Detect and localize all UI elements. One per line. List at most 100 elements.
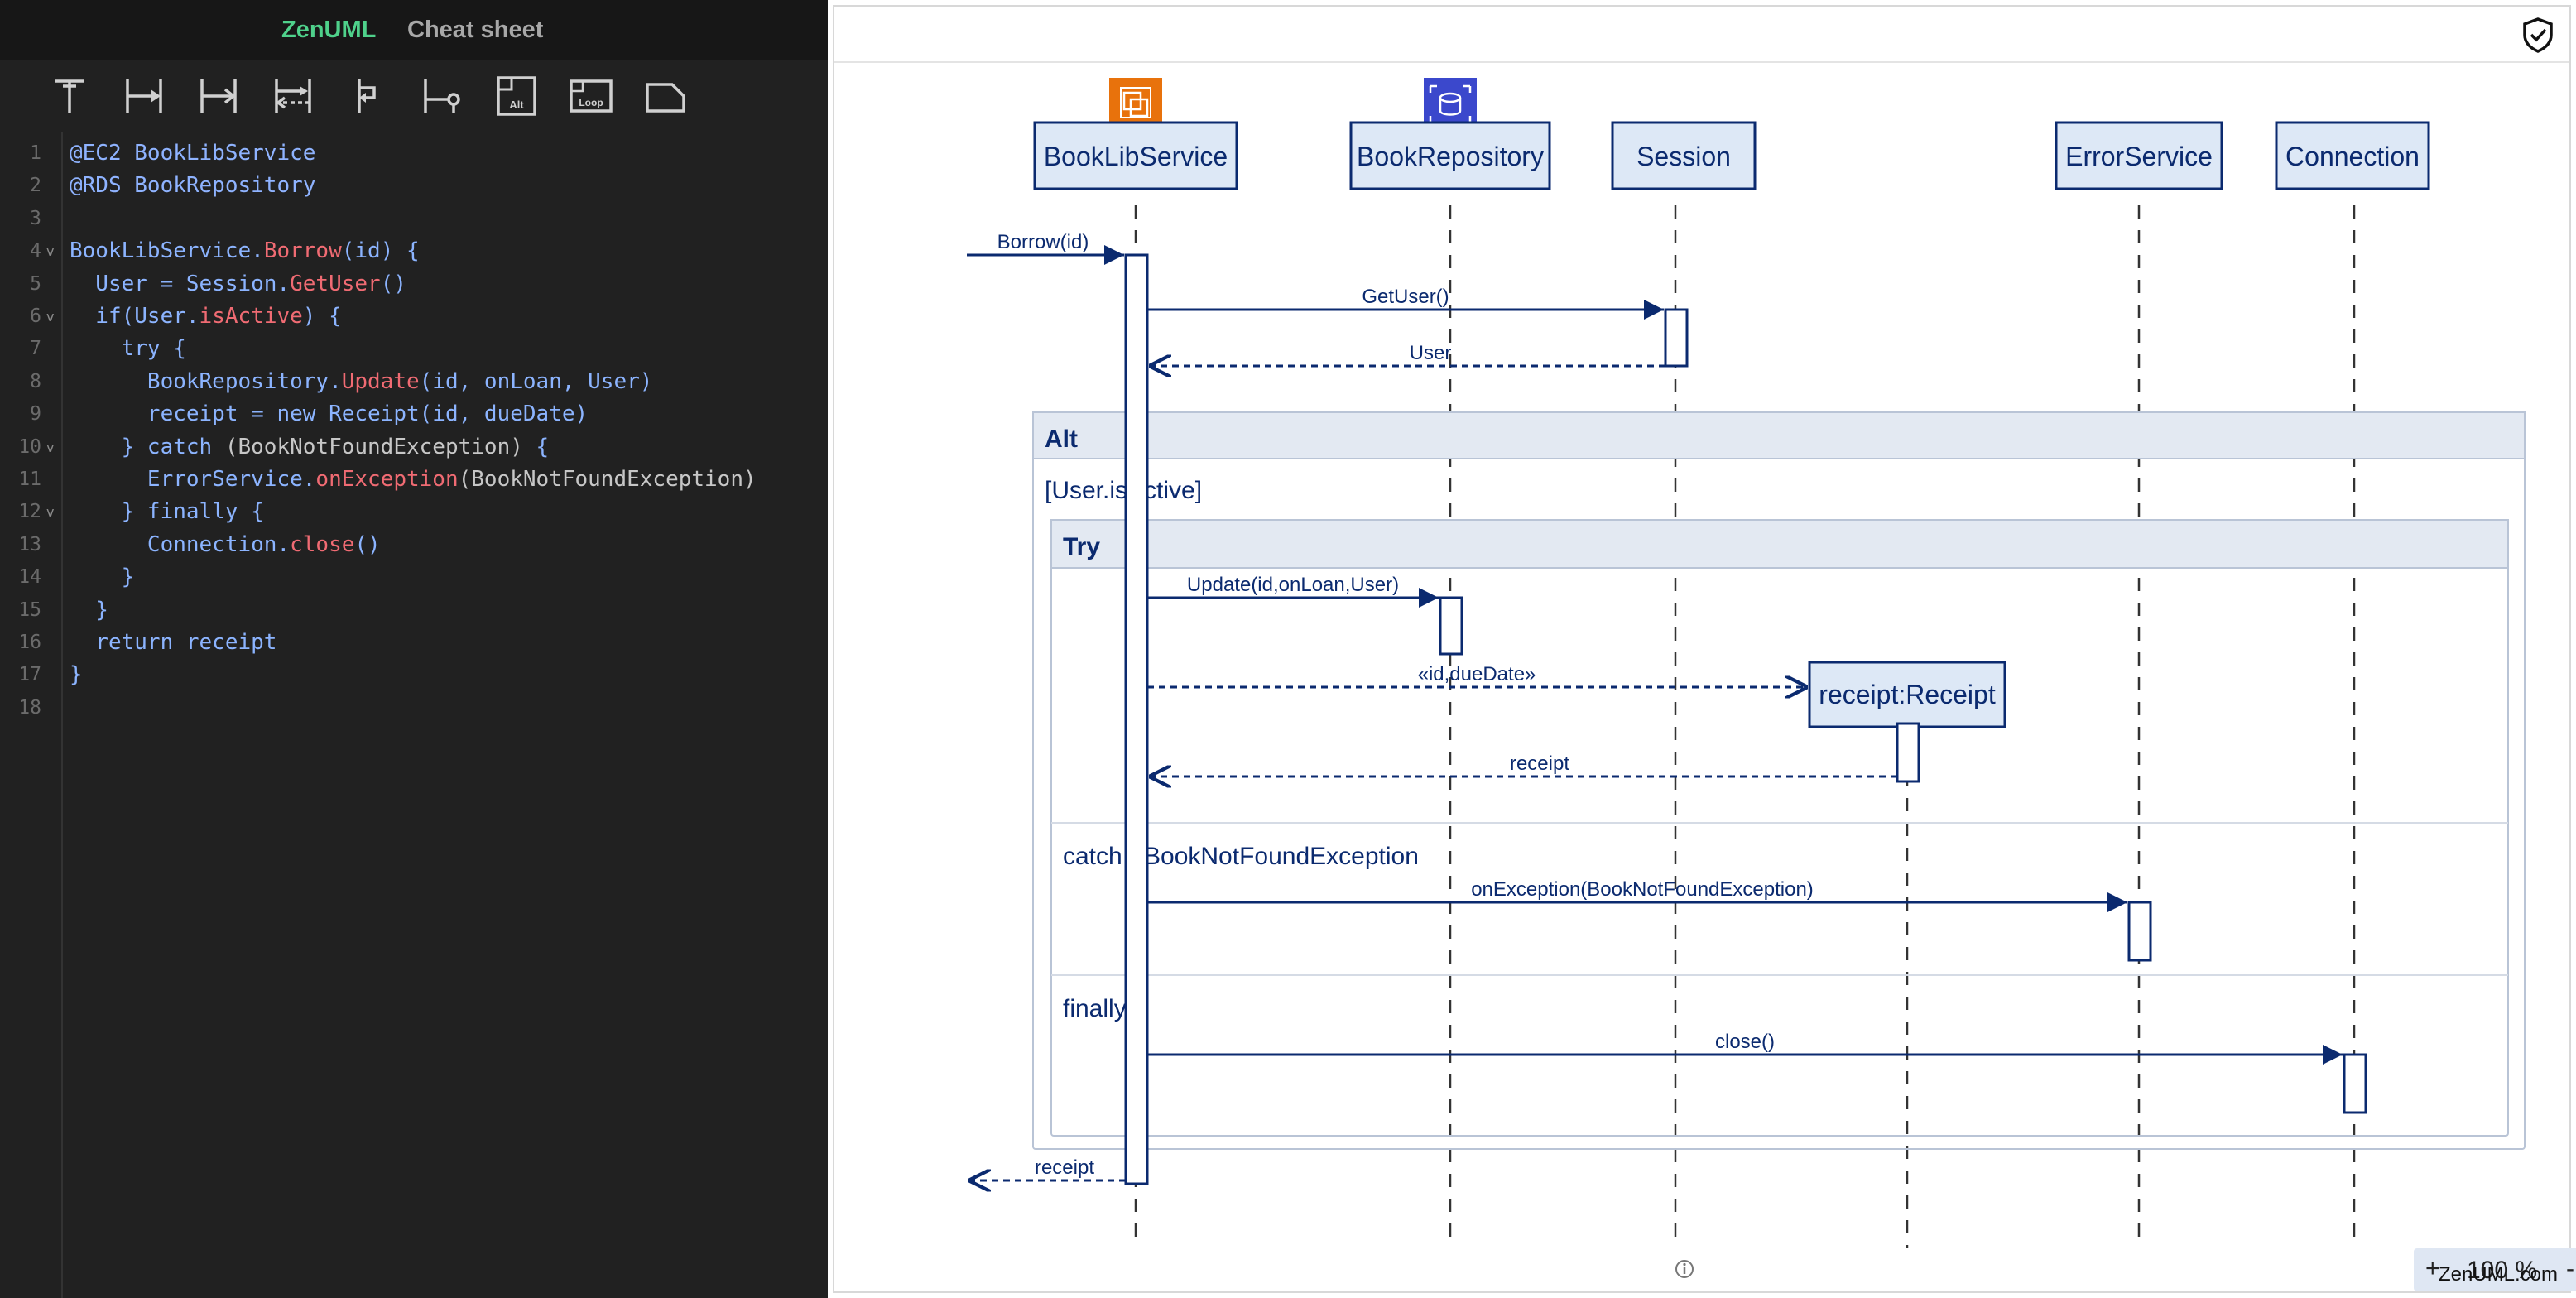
shield-check-icon[interactable] [2518, 15, 2558, 55]
code-token: @RDS BookRepository [70, 173, 316, 199]
editor-header: ZenUML Cheat sheet [0, 0, 828, 60]
zoom-out-button[interactable]: - [2566, 1255, 2574, 1282]
code-line: receipt = new Receipt(id, dueDate) [70, 401, 588, 426]
code-token: close [290, 531, 355, 557]
line-number: 1 [30, 142, 41, 164]
activation-bookrepository [1439, 596, 1463, 656]
line-number: 13 [18, 533, 41, 555]
participant-label-booklibservice: BookLibService [1044, 142, 1228, 171]
code-token: if(User. [70, 304, 199, 329]
participant-label-bookrepository: BookRepository [1357, 142, 1544, 171]
line-number: 6 [30, 305, 41, 327]
code-token: () [354, 531, 381, 557]
code-line: } [70, 598, 108, 623]
participant-session[interactable] [1611, 121, 1757, 190]
create-message-tool-icon[interactable] [416, 70, 469, 123]
label-close: close() [1715, 1031, 1775, 1053]
code-line: try { [70, 336, 186, 361]
code-token: BookLibService. [70, 238, 264, 264]
line-number: 17 [18, 664, 41, 686]
line-number: 9 [30, 403, 41, 425]
code-token: } catch [70, 434, 225, 459]
tab-cheat-sheet[interactable]: Cheat sheet [407, 17, 544, 43]
code-line: } catch (BookNotFoundException) { [70, 434, 550, 459]
try-title: Try [1063, 533, 1100, 560]
fold-toggle-icon[interactable]: v [46, 243, 55, 260]
label-onexception: onException(BookNotFoundException) [1471, 878, 1814, 901]
code-token: (BookNotFoundException) [224, 434, 523, 459]
participant-errorservice[interactable] [2055, 121, 2223, 190]
code-token: @EC2 BookLibService [70, 141, 316, 166]
code-token: } finally { [70, 499, 264, 525]
catch-label: catch [1063, 843, 1122, 870]
brand-link[interactable]: ZenUML.com [2438, 1263, 2558, 1286]
participant-label-session: Session [1636, 142, 1731, 171]
code-token: GetUser [290, 271, 381, 296]
code-token: } [70, 662, 83, 688]
code-line: return receipt [70, 630, 276, 655]
line-number: 7 [30, 338, 41, 360]
zoom-level: 100 % [2467, 1257, 2538, 1284]
zoom-control: + 100 % - [2414, 1248, 2576, 1291]
zoom-in-button[interactable]: + [2425, 1255, 2440, 1282]
code-line: User = Session.GetUser() [70, 272, 406, 296]
code-line: ErrorService.onException(BookNotFoundExc… [70, 467, 757, 492]
return-message-tool-icon[interactable] [267, 70, 320, 123]
code-token: (id) { [341, 238, 420, 264]
self-message-tool-icon[interactable] [341, 70, 394, 123]
code-token: Connection. [70, 531, 291, 557]
code-token: return receipt [70, 630, 277, 655]
code-token: (BookNotFoundException) [458, 467, 757, 492]
async-message-tool-icon[interactable] [192, 70, 245, 123]
activation-receipt [1896, 722, 1920, 783]
activation-errorservice [2127, 901, 2152, 962]
code-token: try { [70, 336, 186, 362]
label-receipt-return: receipt [1510, 752, 1569, 775]
code-line: BookRepository.Update(id, onLoan, User) [70, 368, 653, 394]
fold-toggle-icon[interactable]: v [46, 309, 55, 324]
participant-label-connection: Connection [2285, 142, 2420, 171]
code-line: if(User.isActive) { [70, 304, 342, 329]
alt-tool-icon[interactable]: Alt [490, 70, 543, 123]
participant-tool-icon[interactable] [43, 70, 96, 123]
label-getuser: GetUser() [1362, 286, 1449, 308]
line-number: 12 [18, 501, 41, 523]
code-token: receipt = new Receipt(id, dueDate) [70, 401, 589, 427]
code-token: isActive [199, 304, 303, 329]
code-token: () [380, 271, 406, 296]
info-icon[interactable] [1674, 1258, 1695, 1280]
alt-fragment-header [1032, 411, 2526, 459]
label-final-return: receipt [1035, 1156, 1094, 1179]
fold-toggle-icon[interactable]: v [46, 504, 55, 521]
code-line: } finally { [70, 499, 264, 524]
sync-message-tool-icon[interactable] [118, 70, 171, 123]
line-number: 10 [18, 435, 41, 458]
participant-label-receipt: receipt:Receipt [1819, 680, 1996, 709]
participant-bookrepository[interactable] [1349, 121, 1551, 190]
code-line: } [70, 565, 135, 589]
code-token: } [70, 597, 108, 623]
line-number: 16 [18, 632, 41, 653]
alt-condition: [User.isActive] [1045, 477, 1202, 504]
code-line: Connection.close() [70, 532, 381, 557]
participant-booklibservice[interactable] [1033, 121, 1238, 190]
line-number: 11 [18, 469, 41, 490]
diagram-panel: Alt [User.isActive] Try catch BookNotFou… [833, 5, 2576, 1293]
code-line: @RDS BookRepository [70, 173, 315, 198]
label-user-return: User [1410, 342, 1452, 364]
participant-connection[interactable] [2275, 121, 2430, 190]
label-borrow: Borrow(id) [997, 231, 1089, 253]
note-tool-icon[interactable] [639, 70, 692, 123]
code-token: Borrow [263, 238, 342, 264]
catch-exception: BookNotFoundException [1144, 843, 1419, 870]
code-token: User = Session. [70, 271, 291, 296]
tab-zenuml[interactable]: ZenUML [281, 17, 377, 43]
code-token: ) { [302, 304, 342, 329]
fold-toggle-icon[interactable]: v [46, 439, 55, 455]
code-token: BookRepository. [70, 368, 342, 394]
loop-tool-icon[interactable]: Loop [565, 70, 618, 123]
participant-label-errorservice: ErrorService [2065, 142, 2213, 171]
line-number: 8 [30, 370, 41, 392]
